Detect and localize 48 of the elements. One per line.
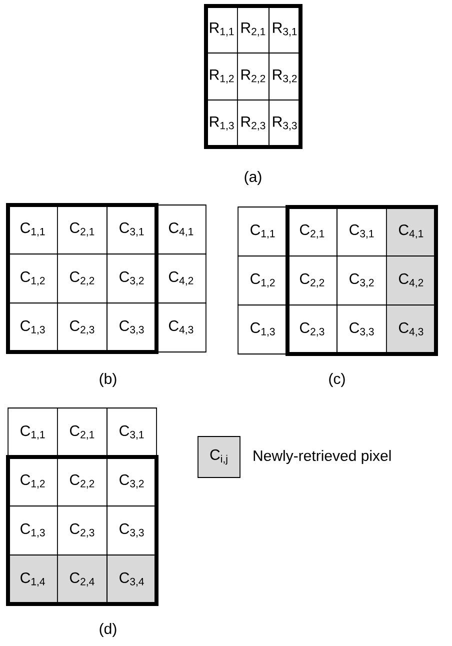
pixel-cell: C$_{3,2}$ (106, 254, 157, 304)
pixel-cell: C$_{2,1}$ (57, 204, 108, 254)
pixel-cell: R$_{3,2}$ (268, 52, 301, 100)
panel-label: (d) (100, 623, 116, 637)
pixel-cell: C$_{1,3}$ (8, 302, 58, 352)
pixel-cell: C$_{1,4}$ (8, 554, 58, 604)
pixel-cell: C$_{4,3}$ (386, 304, 436, 354)
pixel-cell: C$_{3,4}$ (106, 554, 157, 604)
pixel-cell: C$_{2,1}$ (57, 408, 108, 458)
pixel-cell: C$_{4,3}$ (156, 302, 206, 352)
pixel-cell: R$_{2,2}$ (237, 52, 270, 100)
pixel-cell: C$_{3,2}$ (336, 256, 387, 306)
pixel-cell: C$_{1,2}$ (8, 456, 58, 506)
pixel-cell: C$_{3,1}$ (106, 204, 157, 254)
pixel-cell: C$_{2,2}$ (57, 254, 108, 304)
pixel-cell: C$_{4,2}$ (386, 256, 436, 306)
pixel-cell: C$_{4,1}$ (386, 206, 436, 256)
pixel-cell: R$_{3,3}$ (268, 100, 301, 148)
pixel-cell: C$_{2,3}$ (57, 302, 108, 352)
pixel-cell: C$_{3,3}$ (336, 304, 387, 354)
pixel-cell: C$_{4,1}$ (156, 204, 206, 254)
pixel-cell: C$_{2,4}$ (57, 554, 108, 604)
pixel-cell: C$_{2,1}$ (287, 206, 338, 256)
pixel-cell: C$_{3,1}$ (336, 206, 387, 256)
pixel-cell: C$_{1,2}$ (8, 254, 58, 304)
pixel-cell: C$_{3,2}$ (106, 456, 157, 506)
pixel-cell: C$_{1,1}$ (8, 408, 58, 458)
panel-label: (c) (329, 373, 345, 387)
legend-text: Newly-retrieved pixel (254, 450, 391, 464)
pixel-cell: R$_{3,1}$ (268, 6, 301, 54)
pixel-cell: C$_{2,3}$ (287, 304, 338, 354)
pixel-cell: C$_{1,3}$ (238, 304, 288, 354)
panel-label: (b) (100, 373, 116, 387)
pixel-cell: C$_{2,3}$ (57, 506, 108, 556)
pixel-cell: R$_{1,2}$ (206, 52, 238, 100)
pixel-cell: R$_{2,1}$ (237, 6, 270, 54)
panel-label: (a) (244, 171, 262, 185)
pixel-cell: C$_{1,1}$ (238, 206, 288, 256)
pixel-cell: C$_{1,1}$ (8, 204, 58, 254)
pixel-cell: C$_{4,2}$ (156, 254, 206, 304)
pixel-cell: C$_{3,3}$ (106, 506, 157, 556)
pixel-cell: C$_{2,2}$ (287, 256, 338, 306)
pixel-cell: C$_{3,1}$ (106, 408, 157, 458)
pixel-cell: C$_{2,2}$ (57, 456, 108, 506)
pixel-cell: C$_{3,3}$ (106, 302, 157, 352)
pixel-cell: C$_{1,3}$ (8, 506, 58, 556)
pixel-cell: R$_{2,3}$ (237, 100, 270, 148)
pixel-cell: C$_{1,2}$ (238, 256, 288, 306)
